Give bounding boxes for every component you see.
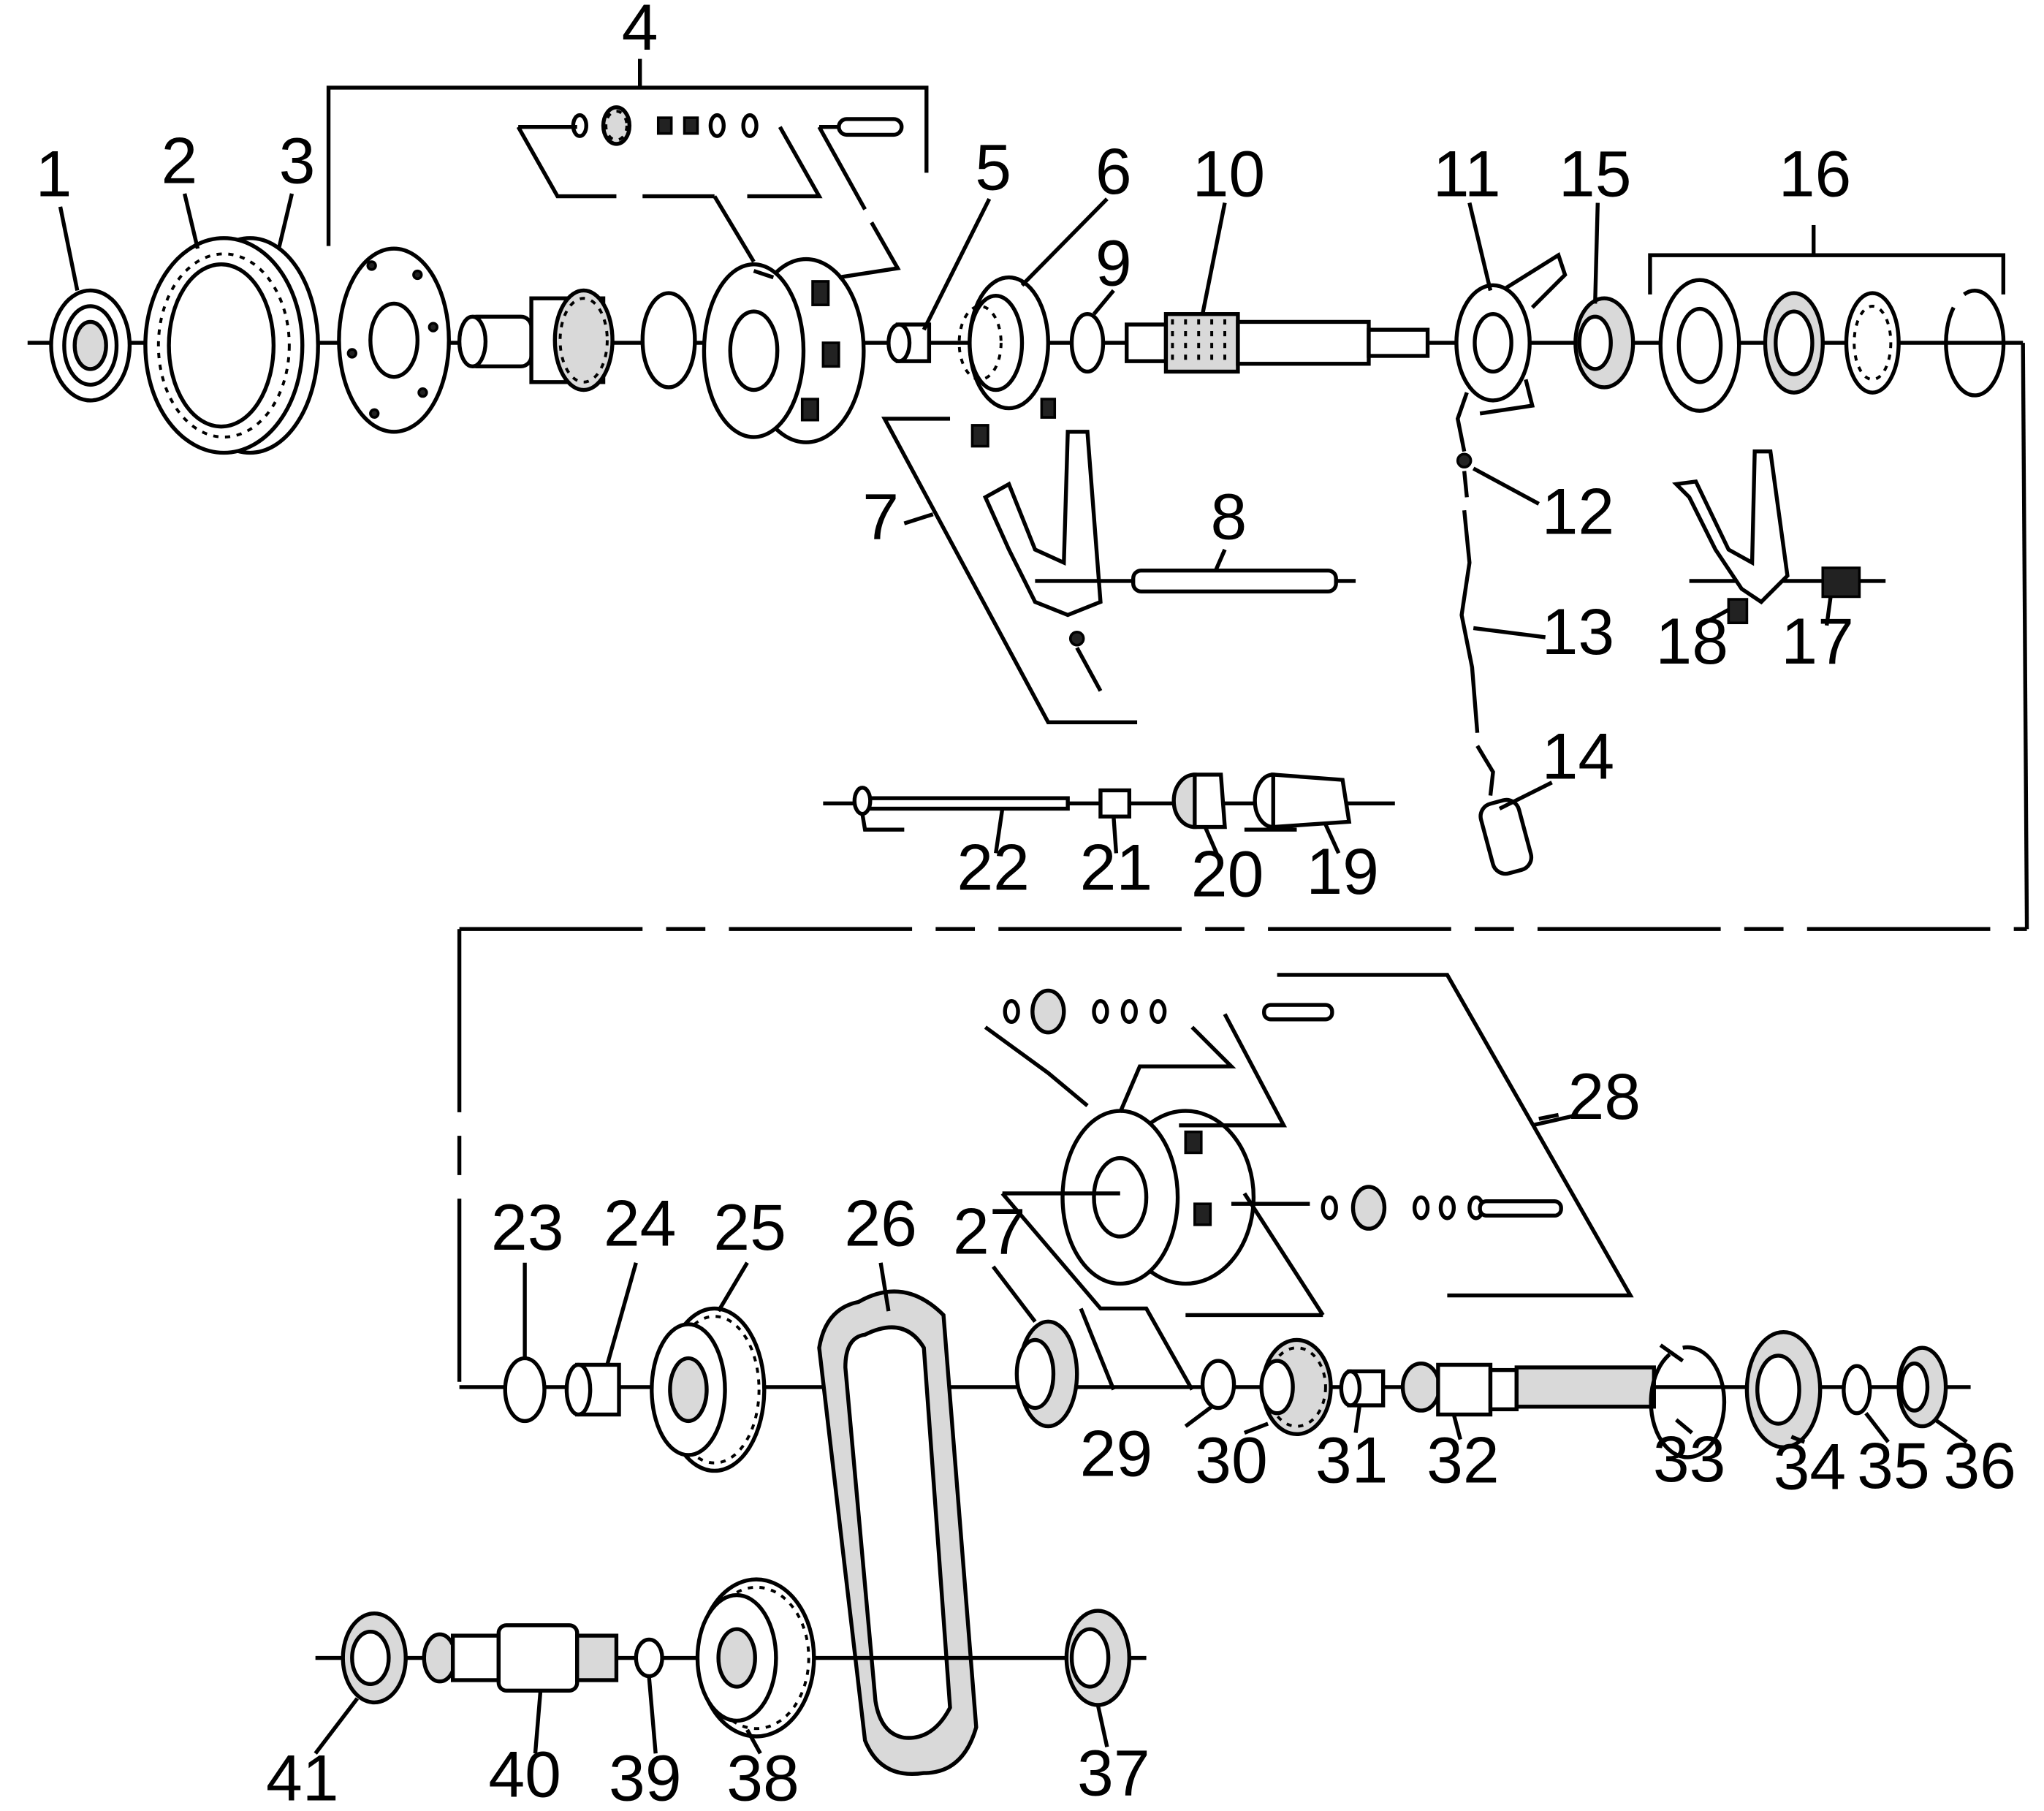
callout-37: 37 xyxy=(1077,1736,1150,1810)
input-gear-shaft xyxy=(457,288,615,392)
part-7-8-shift-fork xyxy=(970,398,1356,692)
callout-2: 2 xyxy=(162,124,198,197)
callout-32: 32 xyxy=(1426,1424,1500,1497)
callout-22: 22 xyxy=(957,831,1030,904)
planet-kit-upper xyxy=(1003,988,1334,1035)
part-29-washer xyxy=(1200,1359,1236,1411)
part-1-seal xyxy=(49,288,132,403)
part-41-seal xyxy=(341,1611,408,1705)
part-38-sprocket xyxy=(695,1577,816,1739)
part-2-3-ring-gear xyxy=(143,236,320,455)
callout-10: 10 xyxy=(1193,137,1266,210)
callout-39: 39 xyxy=(609,1742,682,1811)
part-28-planet-carrier xyxy=(1002,1109,1310,1286)
callout-19: 19 xyxy=(1306,835,1379,908)
part-11-oil-pump xyxy=(1454,252,1568,416)
bracket-16 xyxy=(1648,253,2006,295)
row-connector xyxy=(457,343,2029,1387)
o-ring xyxy=(640,291,697,390)
callout-35: 35 xyxy=(1857,1429,1930,1502)
callout-28: 28 xyxy=(1568,1060,1641,1133)
callout-4: 4 xyxy=(622,0,658,64)
part-40-front-shaft xyxy=(422,1623,619,1693)
callout-31: 31 xyxy=(1315,1424,1388,1497)
bracket-7 xyxy=(881,417,1138,725)
callout-33: 33 xyxy=(1653,1422,1726,1495)
callout-12: 12 xyxy=(1542,475,1615,548)
callout-30: 30 xyxy=(1195,1424,1268,1497)
callout-16: 16 xyxy=(1779,137,1852,210)
part-10-mainshaft xyxy=(1125,312,1430,374)
part-39-bushing xyxy=(634,1637,664,1679)
callout-14: 14 xyxy=(1542,719,1615,792)
callout-8: 8 xyxy=(1210,480,1247,553)
callout-18: 18 xyxy=(1655,604,1728,677)
part-19-22-shift-components xyxy=(823,772,1395,832)
callout-27: 27 xyxy=(953,1194,1026,1267)
callout-9: 9 xyxy=(1095,226,1132,299)
part-27-bearing xyxy=(1014,1319,1079,1429)
callout-3: 3 xyxy=(279,124,316,197)
callout-13: 13 xyxy=(1542,595,1615,668)
part-36-bearing xyxy=(1896,1345,1948,1429)
leader-lines xyxy=(58,193,1968,1755)
callout-15: 15 xyxy=(1559,137,1632,210)
callout-38: 38 xyxy=(726,1742,799,1811)
planet-kit-lower xyxy=(1321,1185,1563,1231)
callout-40: 40 xyxy=(488,1737,561,1810)
callout-1: 1 xyxy=(36,137,72,210)
callout-29: 29 xyxy=(1080,1417,1153,1490)
part-24-bushing xyxy=(564,1362,621,1417)
callout-21: 21 xyxy=(1080,831,1153,904)
part-9-ring xyxy=(1069,312,1106,374)
part-30-gear xyxy=(1259,1337,1333,1437)
callout-41: 41 xyxy=(266,1742,339,1811)
callout-36: 36 xyxy=(1943,1429,2016,1502)
bracket-28 xyxy=(984,973,1634,1391)
planet-gear-kit xyxy=(571,105,904,146)
callout-labels: 1 2 3 4 5 6 7 8 9 10 11 12 13 14 15 16 1… xyxy=(36,0,2016,1811)
callout-11: 11 xyxy=(1433,137,1501,210)
callout-23: 23 xyxy=(491,1191,564,1264)
callout-7: 7 xyxy=(862,480,899,553)
part-37-seal xyxy=(1064,1609,1132,1707)
part-17-18-fork xyxy=(1671,449,1886,625)
bracket-4 xyxy=(326,58,929,280)
callout-20: 20 xyxy=(1191,837,1264,910)
part-5-bushing xyxy=(886,322,932,363)
part-16-clutch-set xyxy=(1658,278,2006,413)
part-33-snap-ring xyxy=(1649,1343,1727,1459)
callout-5: 5 xyxy=(975,131,1011,204)
part-26-drive-chain xyxy=(817,1289,979,1776)
callout-6: 6 xyxy=(1095,134,1132,208)
thrust-plate xyxy=(337,246,451,434)
callout-26: 26 xyxy=(844,1187,917,1260)
callout-17: 17 xyxy=(1781,604,1854,677)
part-15-bearing xyxy=(1573,296,1635,390)
part-34-seal xyxy=(1744,1330,1823,1449)
part-25-sprocket xyxy=(650,1306,767,1473)
part-31-bushing xyxy=(1339,1369,1386,1408)
part-35-o-ring xyxy=(1842,1364,1872,1416)
part-12-13-14-pickup xyxy=(1455,392,1534,876)
part-6-sleeve xyxy=(957,275,1050,411)
callout-24: 24 xyxy=(604,1187,677,1260)
part-4-planet-carrier xyxy=(702,257,866,444)
callout-34: 34 xyxy=(1774,1430,1847,1503)
callout-25: 25 xyxy=(713,1191,786,1264)
part-23-washer xyxy=(503,1356,547,1424)
part-32-output-shaft xyxy=(1400,1361,1656,1417)
